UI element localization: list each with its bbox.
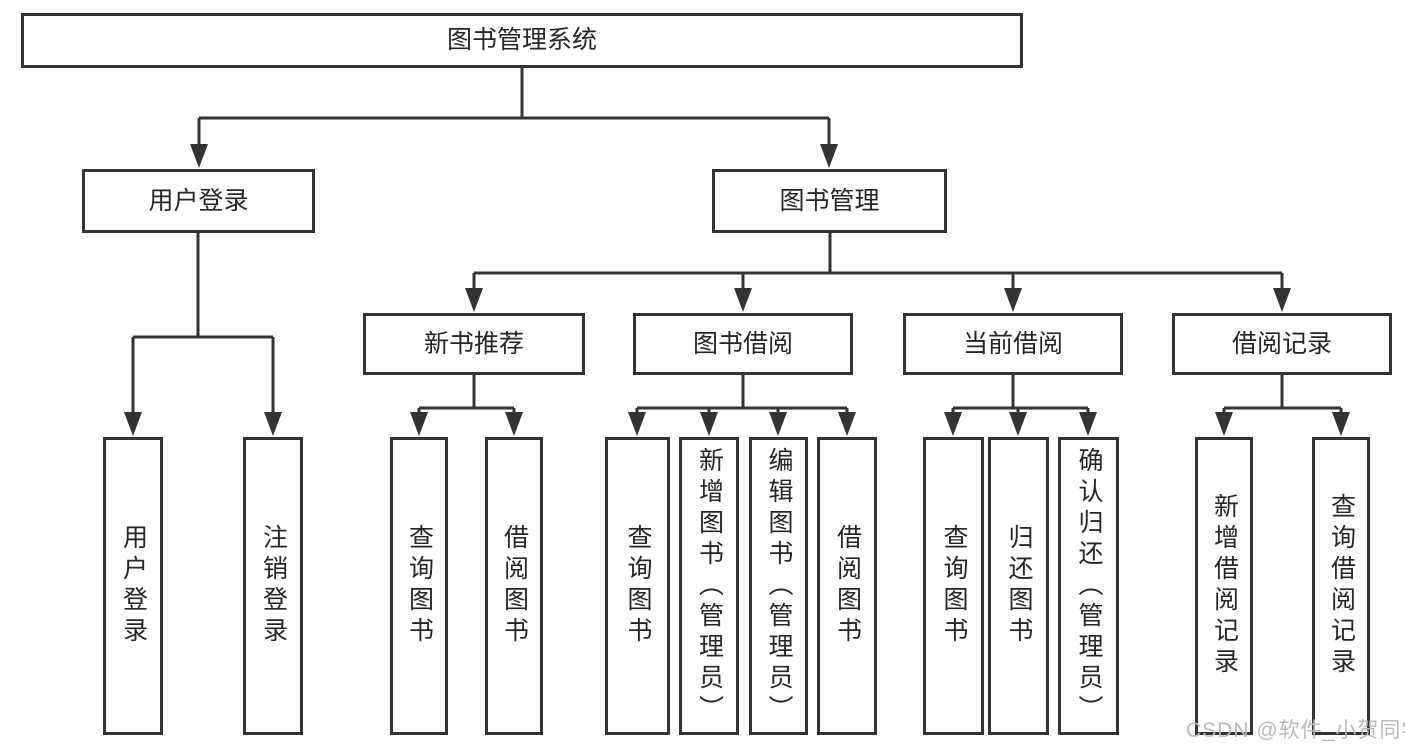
- leaf-rec-query-books: 查询图书: [390, 437, 448, 735]
- leaf-user-login: 用户登录: [103, 437, 163, 735]
- node-book-borrow: 图书借阅: [633, 313, 853, 375]
- connector-user-login-to-leaves: [131, 233, 275, 414]
- leaf-bor-edit-books-admin-label: 编辑图书（管理员）: [765, 446, 793, 726]
- leaf-cur-confirm-return-admin: 确认归还（管理员）: [1058, 437, 1119, 735]
- node-user-login: 用户登录: [82, 169, 315, 233]
- leaf-bor-add-books-admin-label: 新增图书（管理员）: [695, 446, 724, 726]
- node-current-borrow-label: 当前借阅: [962, 329, 1063, 358]
- leaf-cur-query-books-label: 查询图书: [940, 524, 968, 648]
- leaf-cur-confirm-return-admin-label: 确认归还（管理员）: [1075, 446, 1103, 726]
- leaf-rcd-query-record-label: 查询借阅记录: [1327, 493, 1356, 679]
- leaf-cur-return-books: 归还图书: [988, 437, 1049, 735]
- node-user-login-label: 用户登录: [148, 186, 249, 215]
- leaf-bor-borrow-books: 借阅图书: [817, 437, 877, 735]
- leaf-cur-query-books: 查询图书: [923, 437, 984, 735]
- node-book-management: 图书管理: [712, 169, 947, 233]
- leaf-bor-borrow-books-label: 借阅图书: [833, 524, 862, 648]
- leaf-bor-add-books-admin: 新增图书（管理员）: [679, 437, 739, 735]
- node-borrow-records-label: 借阅记录: [1231, 329, 1332, 358]
- connector-borrow-records-to-leaves: [1222, 375, 1343, 414]
- leaf-user-login-label: 用户登录: [119, 524, 148, 648]
- leaf-logout: 注销登录: [243, 437, 303, 735]
- leaf-rec-query-books-label: 查询图书: [405, 524, 434, 648]
- node-root: 图书管理系统: [21, 13, 1023, 68]
- leaf-rec-borrow-books-label: 借阅图书: [500, 524, 529, 648]
- leaf-rcd-add-record: 新增借阅记录: [1195, 437, 1253, 735]
- connector-book-mgmt-to-level3: [472, 233, 1284, 290]
- node-root-label: 图书管理系统: [446, 26, 597, 54]
- node-book-management-label: 图书管理: [779, 186, 880, 215]
- node-borrow-records: 借阅记录: [1172, 313, 1392, 375]
- leaf-cur-return-books-label: 归还图书: [1005, 524, 1033, 648]
- leaf-bor-edit-books-admin: 编辑图书（管理员）: [749, 437, 808, 735]
- leaf-bor-query-books-label: 查询图书: [624, 524, 652, 648]
- leaf-bor-query-books: 查询图书: [605, 437, 670, 735]
- leaf-rec-borrow-books: 借阅图书: [485, 437, 543, 735]
- node-current-borrow: 当前借阅: [903, 313, 1123, 375]
- leaf-rcd-add-record-label: 新增借阅记录: [1210, 493, 1239, 679]
- connector-new-rec-to-leaves: [417, 375, 516, 414]
- watermark: CSDN @软件_小贺同学: [1186, 719, 1405, 742]
- node-new-book-recommend-label: 新书推荐: [423, 329, 524, 358]
- connector-book-borrow-to-leaves: [635, 375, 849, 414]
- connector-root-to-level2: [197, 68, 831, 146]
- connector-current-borrow-to-leaves: [951, 375, 1090, 414]
- leaf-rcd-query-record: 查询借阅记录: [1312, 437, 1370, 735]
- node-book-borrow-label: 图书借阅: [692, 329, 793, 358]
- leaf-logout-label: 注销登录: [259, 524, 288, 648]
- node-new-book-recommend: 新书推荐: [363, 313, 585, 375]
